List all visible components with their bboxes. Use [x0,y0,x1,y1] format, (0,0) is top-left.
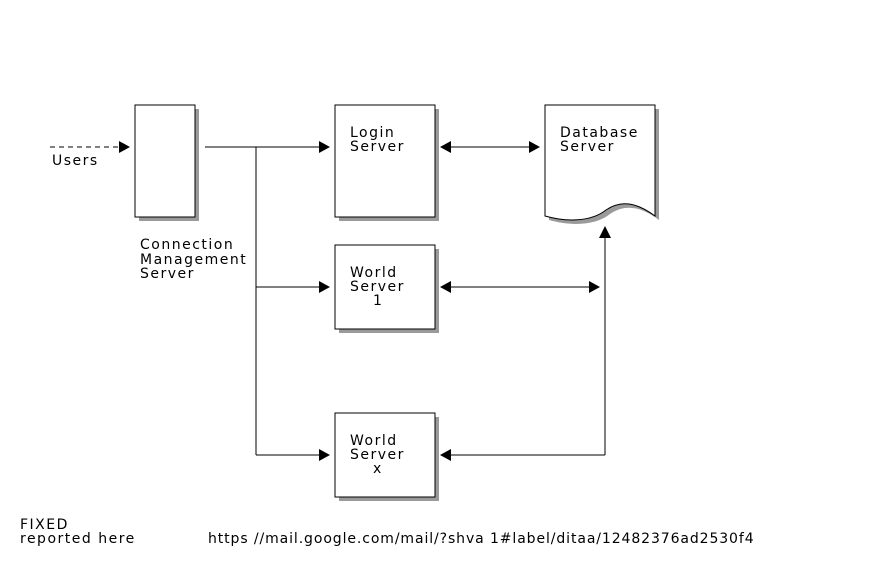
cms-label-line2: Management [140,252,247,268]
footer-url: https //mail.google.com/mail/?shva 1#lab… [208,531,755,547]
worldx-database-connector [440,226,611,461]
login-server-node [334,104,439,221]
cms-label-line3: Server [140,266,195,282]
world1-database-connector [440,281,600,293]
footer-reported: reported here [20,531,136,547]
users-connector [50,141,130,153]
login-label-line2: Server [350,139,405,155]
cms-node [134,104,199,221]
cms-label-line1: Connection [140,237,234,253]
worldx-label-line2: Server [350,447,405,463]
login-label-line1: Login [350,125,395,141]
world1-label-line2: Server [350,279,405,295]
database-label-line1: Database [560,125,639,141]
world1-label-line3: 1 [373,293,383,309]
worldx-label-line3: x [373,461,383,477]
world1-label-line1: World [350,265,398,281]
users-label: Users [52,153,99,169]
database-server-node [544,104,659,224]
cms-connectors [205,141,330,461]
world-server-1-node [334,244,439,333]
database-label-line2: Server [560,139,615,155]
footer-fixed: FIXED [20,517,69,533]
worldx-label-line1: World [350,433,398,449]
world-server-x-node [334,412,439,501]
login-database-connector [440,141,540,153]
